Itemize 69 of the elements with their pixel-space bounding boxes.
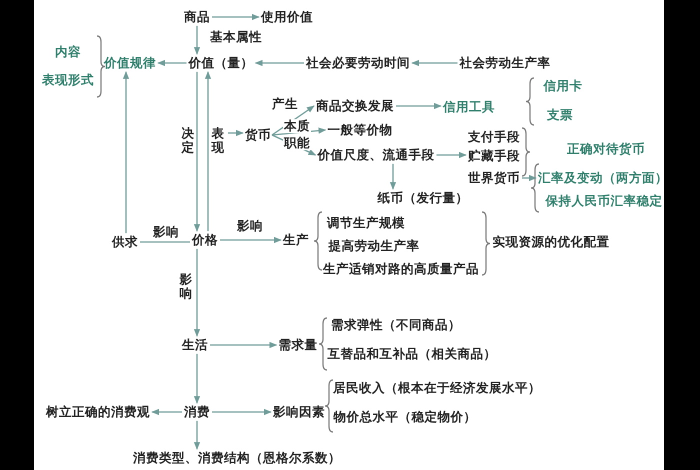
concept-text: 商品 [184, 10, 210, 24]
concept-text: 使用价值 [261, 10, 313, 24]
note-text: 支票 [547, 108, 573, 122]
arrow [220, 236, 282, 244]
edge-label: 影响 [152, 225, 180, 239]
arrow [254, 60, 304, 66]
concept-text: 支付手段 [468, 130, 520, 144]
edge-label: 影响 [178, 272, 194, 300]
arrow [396, 102, 442, 110]
concept-text: 价值（量） [188, 56, 254, 70]
note-text: 需求弹性（不同商品） [331, 318, 461, 332]
arrow [151, 408, 182, 416]
arrow [522, 174, 537, 182]
concept-text: 影响因素 [273, 405, 325, 419]
note-text: 居民收入（根本在于经济发展水平） [333, 381, 541, 395]
arrow [157, 60, 186, 66]
edge-label: 基本属性 [209, 30, 263, 44]
note-text: 生产适销对路的高质量产品 [323, 262, 479, 276]
note-text: 互替品和互补品（相关商品） [328, 347, 496, 361]
note-text: 物价总水平（稳定物价） [334, 410, 476, 424]
edge-label: 本质 [283, 119, 311, 133]
note-text: 保持人民币汇率稳定 [546, 194, 662, 208]
concept-text: 供求 [112, 235, 138, 249]
note-text: 提高劳动生产率 [328, 239, 420, 253]
concept-text: 货币 [245, 128, 271, 142]
edge-label: 产生 [271, 97, 299, 111]
arrow [204, 71, 212, 232]
concept-text: 商品交换发展 [316, 99, 394, 113]
arrow [228, 130, 244, 136]
arrow [194, 420, 200, 450]
edge-label: 影响 [236, 219, 264, 233]
arrow [194, 248, 200, 337]
concept-text: 贮藏手段 [468, 149, 520, 163]
concept-text: 纸币（发行量） [378, 191, 468, 205]
arrow [194, 26, 200, 55]
arrow [411, 60, 458, 66]
note-text: 调节生产规模 [327, 216, 405, 230]
concept-text: 需求量 [278, 338, 318, 352]
edge-label: 职能 [283, 136, 311, 150]
concept-text: 社会劳动生产率 [460, 56, 550, 70]
concept-text: 信用工具 [443, 100, 495, 114]
edge-label: 决定 [180, 126, 196, 154]
arrow [194, 354, 200, 404]
concept-text: 价值规律 [104, 56, 156, 70]
concept-text: 生产 [283, 233, 309, 247]
concept-text: 树立正确的消费观 [46, 405, 150, 419]
concept-text: 价格 [192, 233, 218, 247]
arrow [210, 342, 278, 348]
note-text: 表现形式 [42, 73, 94, 87]
arrow [212, 408, 272, 416]
arrow [436, 152, 467, 158]
note-text: 正确对待货币 [567, 142, 645, 156]
arrow [390, 164, 396, 190]
connector-line [140, 241, 190, 243]
concept-text: 汇率及变动（两方面） [538, 171, 668, 185]
concept-text: 消费类型、消费结构（恩格尔系数） [133, 451, 341, 465]
concept-text: 一般等价物 [328, 123, 392, 137]
concept-text: 价值尺度、流通手段 [318, 148, 434, 162]
note-text: 信用卡 [544, 79, 582, 93]
arrow [122, 71, 130, 234]
arrow [212, 14, 260, 20]
arrow [194, 72, 200, 232]
note-text: 实现资源的优化配置 [492, 235, 610, 249]
concept-text: 世界货币 [468, 171, 520, 185]
concept-text: 社会必要劳动时间 [306, 56, 410, 70]
concept-text: 生活 [182, 338, 208, 352]
concept-text: 消费 [184, 405, 210, 419]
edge-label: 表现 [210, 126, 226, 154]
note-text: 内容 [55, 45, 81, 59]
